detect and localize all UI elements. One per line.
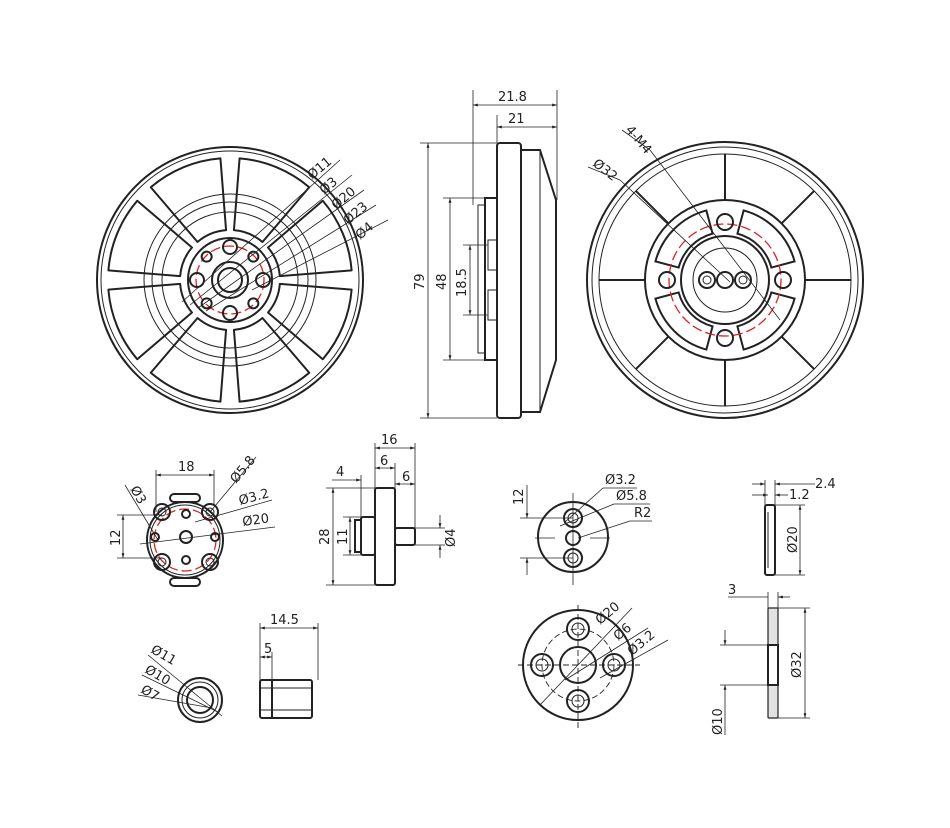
kidney-slot — [654, 291, 714, 351]
spoke-window — [149, 157, 228, 243]
motor-rear-view: 4-M4 Ø32 — [586, 123, 864, 419]
spoke-window — [267, 199, 353, 278]
dim-total-width: 21.8 — [498, 90, 527, 105]
dim-adapter-spacing: 12 — [109, 529, 124, 546]
bushing-side-view: 14.5 5 — [259, 613, 319, 719]
dim-clamp-radius: R2 — [634, 506, 651, 521]
dim-inner-height: 18.5 — [455, 268, 470, 297]
kidney-slot — [736, 209, 796, 269]
bushing-front-view: Ø11 Ø10 Ø7 — [137, 642, 223, 723]
spoke-windows — [107, 157, 353, 403]
dim-plate-d20: Ø20 — [593, 599, 623, 628]
mount-hole — [200, 250, 213, 263]
dim-adapter-d58: Ø5.8 — [228, 453, 259, 486]
dim-adapter-width: 18 — [178, 460, 195, 475]
mount-hole — [200, 297, 213, 310]
spoke — [780, 190, 815, 225]
kidney-slot — [736, 291, 796, 351]
plate-side-view: 3 Ø32 Ø10 — [711, 583, 810, 735]
dim-shaft-total: 16 — [381, 433, 398, 448]
m4-hole — [716, 329, 734, 347]
dim-body-width: 21 — [508, 112, 525, 127]
spoke — [780, 335, 815, 370]
label-4-m4: 4-M4 — [622, 123, 654, 158]
mount-hole — [247, 250, 260, 263]
motor-front-view: Ø11 Ø3 Ø20 Ø23 Ø4 — [96, 146, 389, 414]
dim-hub-height: 48 — [435, 273, 450, 290]
spoke — [635, 190, 670, 225]
dim-clamp-d32: Ø3.2 — [605, 473, 636, 488]
clamp-side-view: 2.4 1.2 Ø20 — [752, 477, 836, 576]
motor-side-view: 21.8 21 79 48 18.5 — [413, 90, 558, 419]
spoke-window — [267, 282, 353, 361]
m4-holes — [658, 213, 792, 347]
spoke-window — [107, 282, 193, 361]
dim-clamp-t1: 2.4 — [815, 477, 836, 492]
dim-bushing-flange: 5 — [264, 642, 272, 657]
dim-adapter-d3: Ø3 — [127, 484, 149, 508]
dim-d32: Ø32 — [590, 156, 620, 184]
dim-plate-inner: Ø10 — [711, 708, 726, 735]
shaft-side-view: 16 4 6 6 28 11 Ø4 — [318, 433, 459, 586]
m4-hole — [716, 213, 734, 231]
spoke-window — [149, 317, 228, 403]
dim-clamp-t2: 1.2 — [789, 488, 810, 503]
dim-bushing-length: 14.5 — [270, 613, 299, 628]
m4-hole — [658, 271, 676, 289]
m4-hole — [774, 271, 792, 289]
dim-shaft-height: 28 — [318, 528, 333, 545]
dim-clamp-dia: Ø20 — [786, 526, 801, 553]
spoke — [635, 335, 670, 370]
spoke-window — [107, 199, 193, 278]
dim-shaft-dia: Ø4 — [444, 528, 459, 547]
dim-plate-thick: 3 — [728, 583, 736, 598]
mount-hole — [222, 239, 238, 255]
spoke-window — [232, 317, 311, 403]
dim-clamp-spacing: 12 — [512, 488, 527, 505]
mount-hole — [222, 305, 238, 321]
dim-plate-outer: Ø32 — [790, 651, 805, 678]
clamp-front-view: 12 Ø3.2 Ø5.8 R2 — [512, 473, 652, 585]
dim-bushing-d7: Ø7 — [138, 682, 162, 704]
dim-shaft-c: 6 — [402, 470, 410, 485]
kidney-slot — [654, 209, 714, 269]
mount-hole — [247, 297, 260, 310]
mount-hole — [189, 272, 205, 288]
dim-shaft-b: 6 — [380, 454, 388, 469]
plate-front-view: Ø20 Ø6 Ø3.2 — [518, 599, 669, 728]
dim-adapter-d20: Ø20 — [241, 511, 270, 530]
dim-outer-height: 79 — [413, 273, 428, 290]
adapter-front-view: 18 12 Ø5.8 Ø3.2 Ø20 Ø3 — [109, 453, 276, 587]
mount-holes — [189, 239, 271, 321]
dim-shaft-hub: 11 — [336, 528, 351, 545]
dim-clamp-d58: Ø5.8 — [616, 489, 647, 504]
dim-shaft-a: 4 — [336, 465, 344, 480]
